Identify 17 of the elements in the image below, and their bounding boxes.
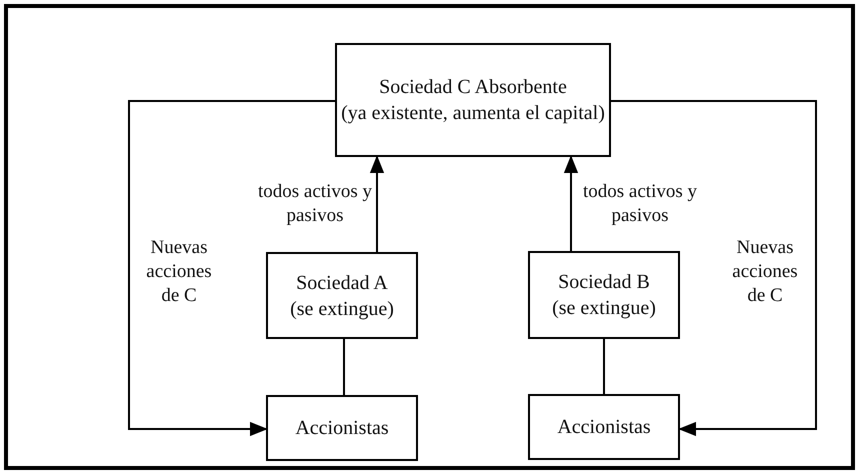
box-text: (ya existente, aumenta el capital) — [341, 101, 605, 126]
connector-arrow — [128, 100, 335, 436]
process-box — [528, 394, 680, 460]
box-text: Sociedad C Absorbente — [379, 75, 567, 100]
box-text: (se extingue) — [290, 296, 394, 322]
connector-arrow — [611, 100, 817, 436]
box-text: Accionistas — [557, 415, 651, 440]
box-text: Accionistas — [295, 416, 389, 441]
connector-arrow — [564, 155, 578, 251]
process-box — [528, 251, 680, 339]
connector-arrow — [370, 155, 384, 252]
process-box — [266, 252, 418, 339]
process-box — [266, 395, 418, 461]
box-text: Sociedad B — [558, 270, 650, 295]
box-text: Sociedad A — [296, 270, 388, 296]
process-box — [335, 43, 611, 157]
box-text: (se extingue) — [552, 296, 656, 321]
